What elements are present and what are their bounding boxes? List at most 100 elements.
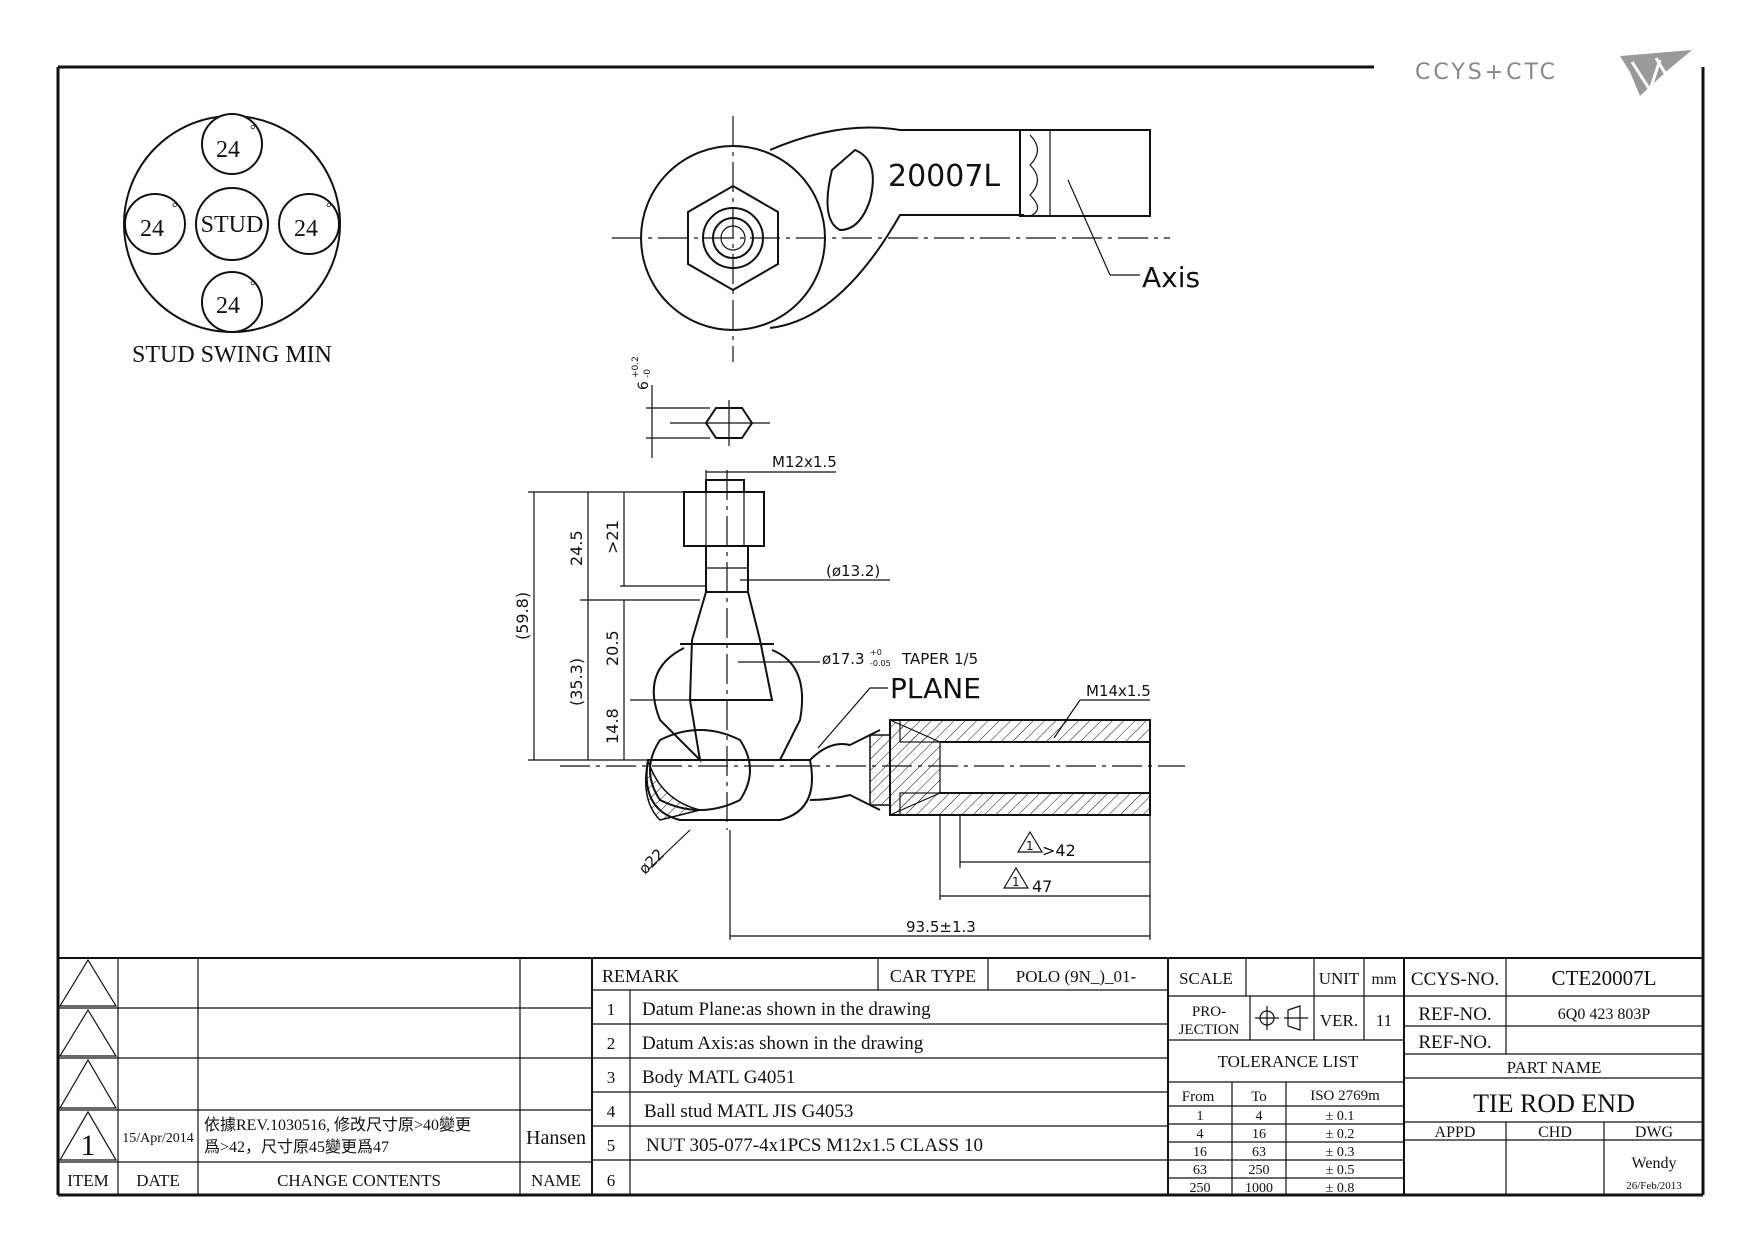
dim-935: 93.5±1.3 (906, 918, 976, 936)
svg-text:± 0.1: ± 0.1 (1326, 1109, 1355, 1124)
svg-text:6: 6 (607, 1171, 616, 1190)
remark-4: Ball stud MATL JIS G4053 (644, 1101, 853, 1122)
dim-taper: ø17.3 (822, 650, 865, 668)
svg-text:°: ° (326, 201, 332, 216)
svg-text:± 0.2: ± 0.2 (1326, 1127, 1355, 1142)
ref-label-1: REF-NO. (1418, 1004, 1491, 1025)
dim-d22: ø22 (635, 845, 668, 878)
car-type-label: CAR TYPE (890, 966, 976, 986)
svg-text:1: 1 (1012, 875, 1020, 889)
hdr-name: NAME (531, 1171, 581, 1190)
dim-245: 24.5 (567, 530, 586, 566)
dwg-label: DWG (1635, 1124, 1674, 1141)
stud-swing-diagram: 24 ° 24 ° 24 ° 24 ° STUD STUD SWING MIN (123, 113, 341, 368)
swing-right: 24 (294, 216, 318, 242)
company-logo: CCYS+CTC (1415, 50, 1692, 96)
svg-text:1000: 1000 (1245, 1181, 1273, 1196)
svg-text:°: ° (250, 279, 256, 294)
svg-text:± 0.8: ± 0.8 (1326, 1181, 1355, 1196)
svg-text:°: ° (250, 123, 256, 138)
svg-text:+0.2: +0.2 (631, 356, 641, 378)
svg-text:°: ° (172, 201, 178, 216)
svg-text:+0: +0 (870, 648, 882, 657)
swing-caption: STUD SWING MIN (132, 342, 332, 368)
remark-3: Body MATL G4051 (642, 1067, 795, 1088)
ref-label-2: REF-NO. (1418, 1032, 1491, 1053)
svg-text:16: 16 (1193, 1145, 1207, 1160)
swing-left: 24 (140, 216, 164, 242)
rev-content-1a: 依據REV.1030516, 修改尺寸原>40變更 (204, 1116, 471, 1134)
rev-content-1b: 爲>42，尺寸原45變更爲47 (204, 1138, 389, 1156)
svg-text:63: 63 (1193, 1163, 1207, 1178)
dim-thread: M12x1.5 (772, 453, 837, 471)
dim-353: (35.3) (567, 658, 586, 706)
drawn-date: 26/Feb/2013 (1626, 1180, 1682, 1192)
svg-text:4: 4 (607, 1102, 616, 1121)
rev-triangle-c (58, 1058, 118, 1109)
remark-5: NUT 305-077-4x1PCS M12x1.5 CLASS 10 (646, 1135, 983, 1156)
hdr-content: CHANGE CONTENTS (277, 1171, 441, 1190)
sheet-border (56, 65, 1705, 1197)
rev-date-1: 15/Apr/2014 (122, 1131, 194, 1146)
hdr-item: ITEM (67, 1171, 109, 1190)
axis-label: Axis (1142, 261, 1200, 294)
svg-text:6: 6 (636, 381, 652, 390)
rev-triangle-47 (1002, 866, 1030, 889)
dimensions: M12x1.5 (ø13.2) (59.8) 24.5 (35.3) >21 2… (513, 453, 1151, 940)
taper-text: TAPER 1/5 (901, 650, 978, 668)
svg-text:4: 4 (1197, 1127, 1204, 1142)
unit-value: mm (1372, 971, 1397, 988)
svg-text:-0.05: -0.05 (870, 659, 891, 668)
part-mark: 20007L (888, 159, 1000, 194)
dim-205: 20.5 (603, 630, 622, 666)
drawn-by: Wendy (1632, 1155, 1677, 1172)
svg-text:250: 250 (1249, 1163, 1270, 1178)
top-view: 20007L Axis (612, 116, 1200, 362)
ver-label: VER. (1320, 1011, 1358, 1030)
swing-center: STUD (201, 212, 264, 238)
dim-21: >21 (603, 520, 622, 554)
rev-triangle-42 (1016, 830, 1044, 853)
svg-text:250: 250 (1190, 1181, 1211, 1196)
unit-label: UNIT (1319, 969, 1360, 988)
rev-triangle-b (58, 1008, 118, 1057)
dim-47: 47 (1032, 877, 1052, 896)
projection-symbol-icon (1255, 1005, 1308, 1031)
logo-text: CCYS+CTC (1415, 60, 1558, 85)
projection-label-2: JECTION (1179, 1022, 1240, 1038)
ccys-label: CCYS-NO. (1411, 969, 1499, 990)
hex-detail: 6 +0.2 -0 (631, 356, 770, 458)
plane-label: PLANE (890, 672, 981, 705)
appd-label: APPD (1435, 1124, 1476, 1141)
ref-no-1: 6Q0 423 803P (1558, 1006, 1651, 1023)
remark-2: Datum Axis:as shown in the drawing (642, 1033, 924, 1054)
hdr-date: DATE (136, 1171, 179, 1190)
car-type-value: POLO (9N_)_01- (1016, 967, 1137, 986)
svg-text:1: 1 (1026, 839, 1034, 853)
svg-text:± 0.5: ± 0.5 (1326, 1163, 1355, 1178)
remark-1: Datum Plane:as shown in the drawing (642, 999, 931, 1020)
svg-text:5: 5 (607, 1136, 616, 1155)
svg-text:To: To (1251, 1089, 1267, 1105)
remark-title: REMARK (602, 966, 679, 986)
dim-148: 14.8 (603, 708, 622, 744)
dim-d132: (ø13.2) (826, 562, 880, 580)
svg-text:2: 2 (607, 1034, 616, 1053)
dim-m14: M14x1.5 (1086, 682, 1151, 700)
svg-text:± 0.3: ± 0.3 (1326, 1145, 1355, 1160)
svg-text:3: 3 (607, 1068, 616, 1087)
svg-text:63: 63 (1252, 1145, 1266, 1160)
svg-text:1: 1 (607, 1000, 616, 1019)
rev-name-1: Hansen (526, 1127, 586, 1149)
svg-text:ISO 2769m: ISO 2769m (1310, 1088, 1380, 1104)
dim-42: >42 (1042, 841, 1076, 860)
part-name-label: PART NAME (1507, 1058, 1602, 1077)
ver-value: 11 (1376, 1011, 1392, 1030)
projection-label-1: PRO- (1192, 1004, 1226, 1020)
svg-text:4: 4 (1256, 1109, 1263, 1124)
part-name: TIE ROD END (1473, 1089, 1635, 1118)
svg-text:16: 16 (1252, 1127, 1266, 1142)
rev-triangle-a (58, 958, 118, 1007)
ccys-no: CTE20007L (1552, 966, 1657, 990)
